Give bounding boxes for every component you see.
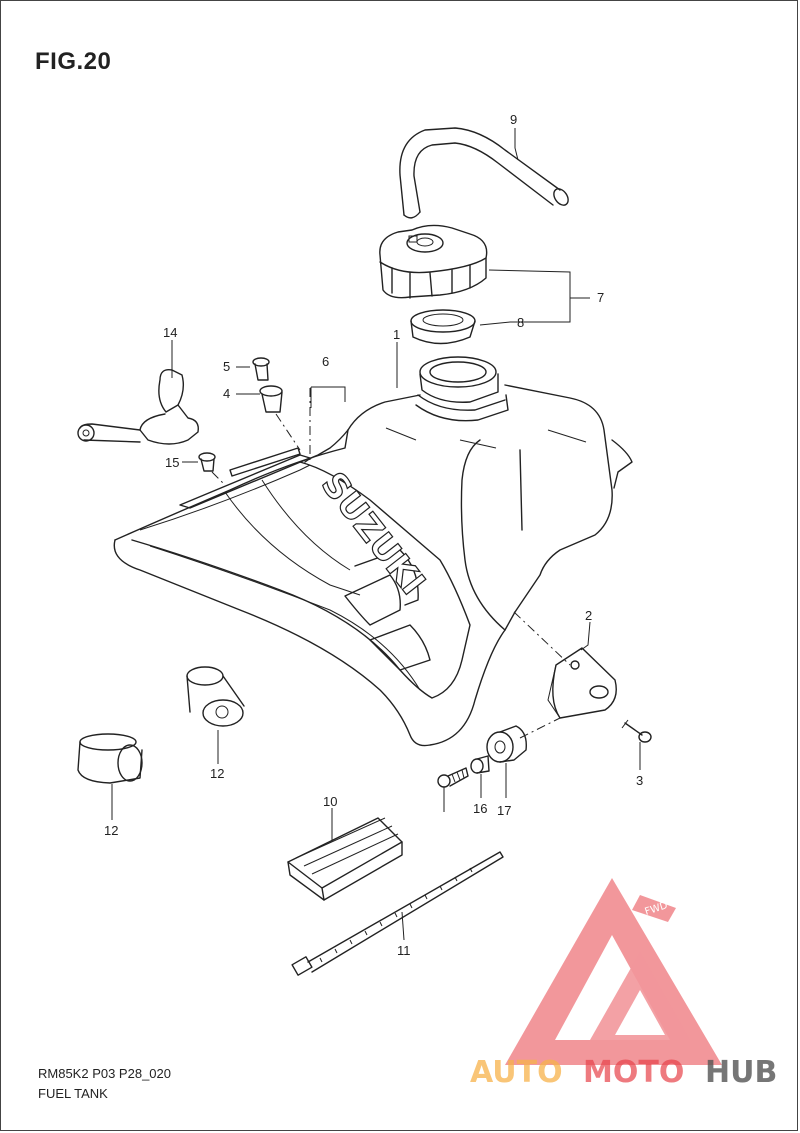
bolt-5	[252, 357, 270, 381]
callout-4: 4	[223, 386, 230, 401]
rear-bracket	[547, 647, 617, 719]
figure-title: FIG.20	[35, 48, 112, 75]
fuel-tank	[113, 356, 633, 747]
callout-1: 1	[393, 327, 400, 342]
callout-11: 11	[397, 943, 411, 958]
callout-7: 7	[597, 290, 604, 305]
bolt-14	[198, 452, 216, 472]
callout-9: 9	[510, 112, 517, 127]
cushion-12-lower	[77, 733, 143, 784]
callout-14: 15	[165, 455, 179, 470]
fuel-cap	[379, 224, 488, 299]
tank-logo-text: SUZUKI	[313, 465, 433, 603]
figure-code: RM85K2 P03 P28_020	[38, 1066, 171, 1081]
callout-5: 5	[223, 359, 230, 374]
damper-16	[486, 725, 527, 763]
callout-12-lower: 12	[104, 823, 118, 838]
callout-3: 3	[636, 773, 643, 788]
callout-16: 17	[497, 803, 511, 818]
leader-lines	[111, 128, 641, 941]
callout-13: 14	[163, 325, 177, 340]
watermark-auto: AUTO	[470, 1055, 563, 1090]
foam-pad	[287, 817, 403, 901]
callout-2: 2	[585, 608, 592, 623]
cushion-12-upper	[186, 666, 245, 727]
install-lines	[211, 388, 571, 739]
callout-8: 8	[517, 315, 524, 330]
bolt-3	[621, 719, 652, 743]
bolt-17	[437, 767, 469, 788]
watermark-text: AUTO MOTO HUB	[470, 1055, 777, 1090]
tank-bracket	[77, 369, 199, 445]
collar-15	[470, 755, 490, 774]
cap-gasket	[410, 309, 476, 345]
figure-name: FUEL TANK	[38, 1086, 108, 1101]
callout-labels: 9 7 8 1 6 5 4 14 15 2 3 17 16 12 12 10 1…	[104, 112, 643, 958]
watermark-logo: FWD	[505, 878, 722, 1065]
callout-15: 16	[473, 801, 487, 816]
callout-6: 6	[322, 354, 329, 369]
cable-tie	[291, 851, 504, 976]
callout-10: 10	[323, 794, 337, 809]
watermark-hub: HUB	[705, 1055, 777, 1090]
breather-hose	[399, 127, 569, 219]
collar-4	[259, 385, 283, 413]
watermark-moto: MOTO	[583, 1055, 684, 1090]
callout-12-upper: 12	[210, 766, 224, 781]
